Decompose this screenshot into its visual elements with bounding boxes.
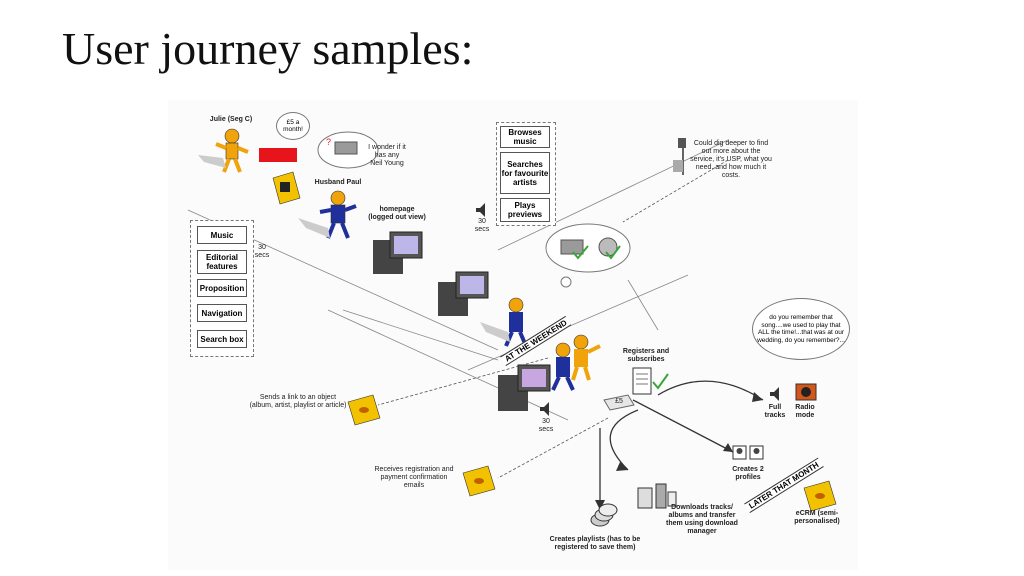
registration-document-icon [632,367,669,395]
panel-item-editorial: Editorial features [197,250,247,274]
couple-figures [551,334,601,391]
computer-3 [498,364,551,411]
sends-link-pointer [377,357,549,406]
receives-pointer [497,417,609,479]
panel-item-previews: Plays previews [500,198,550,222]
downloads-label: Downloads tracks/ albums and transfer th… [666,504,738,535]
radio-icon [795,383,817,401]
playlists-label: Creates playlists (has to be registered … [549,536,641,551]
arrow-to-radio [657,380,764,401]
pointer-flag-icon [673,138,686,175]
page-title: User journey samples: [62,23,474,74]
diagram-graphics: ? [187,128,837,527]
secs-label-1: 30 secs [254,244,270,259]
paul-label: Husband Paul [314,179,362,186]
arrowhead [752,392,763,402]
panel-item-browses: Browses music [500,126,550,148]
paul-thought-text: I wonder if it has any Neil Young [368,144,406,167]
envelope-icons [347,394,837,512]
floor-line [342,309,499,361]
panel-item-music: Music [197,226,247,244]
panel-item-proposition: Proposition [197,279,247,297]
arrowhead [616,462,628,471]
julie-label: Julie (Seg C) [209,116,253,123]
computer-2 [438,271,489,316]
julie-figure [198,128,249,173]
secs-label-3: 30 secs [538,418,554,433]
payment-card-icon [603,394,635,411]
download-devices-icon [637,483,677,509]
arrowhead [595,500,605,510]
dig-deeper-pointer [622,159,729,223]
user-journey-diagram: ? [168,100,858,570]
homepage-label: homepage (logged out view) [368,206,426,221]
profile-icons [732,445,764,460]
computer-1 [373,231,423,274]
registers-label: Registers and subscribes [622,348,670,363]
svg-text:?: ? [326,137,331,147]
panel-item-search: Search box [197,330,247,348]
cd-stack-icon [590,503,618,527]
visitor-figure [480,297,528,347]
paul-figure [298,190,357,239]
paul-thought-cloud: ? [317,131,379,169]
radio-mode-label: Radio mode [795,404,815,419]
arrow-to-downloads [609,409,639,471]
ecrm-label: eCRM (semi-personalised) [794,510,840,525]
panel-item-searches: Searches for favourite artists [500,152,550,194]
floor-line [497,139,729,251]
arrow-to-profiles [632,399,734,453]
red-box [259,148,297,162]
remember-thought-bubble: do you remember that song....we used to … [752,298,850,360]
full-tracks-label: Full tracks [764,404,786,419]
receives-text: Receives registration and payment confir… [374,466,454,489]
panel-item-navigation: Navigation [197,304,247,322]
arrowhead [723,443,733,452]
profiles-label: Creates 2 profiles [732,466,764,481]
money-thought-cloud [545,223,631,288]
secs-label-2: 30 secs [474,218,490,233]
floor-line [627,279,659,331]
sends-link-text: Sends a link to an object (album, artist… [249,394,347,409]
price-thought-bubble: £5 a month! [276,112,310,140]
dig-deeper-text: Could dig deeper to find out more about … [690,140,772,179]
card-price: £5 [615,398,623,405]
magazine-icon [272,171,301,205]
